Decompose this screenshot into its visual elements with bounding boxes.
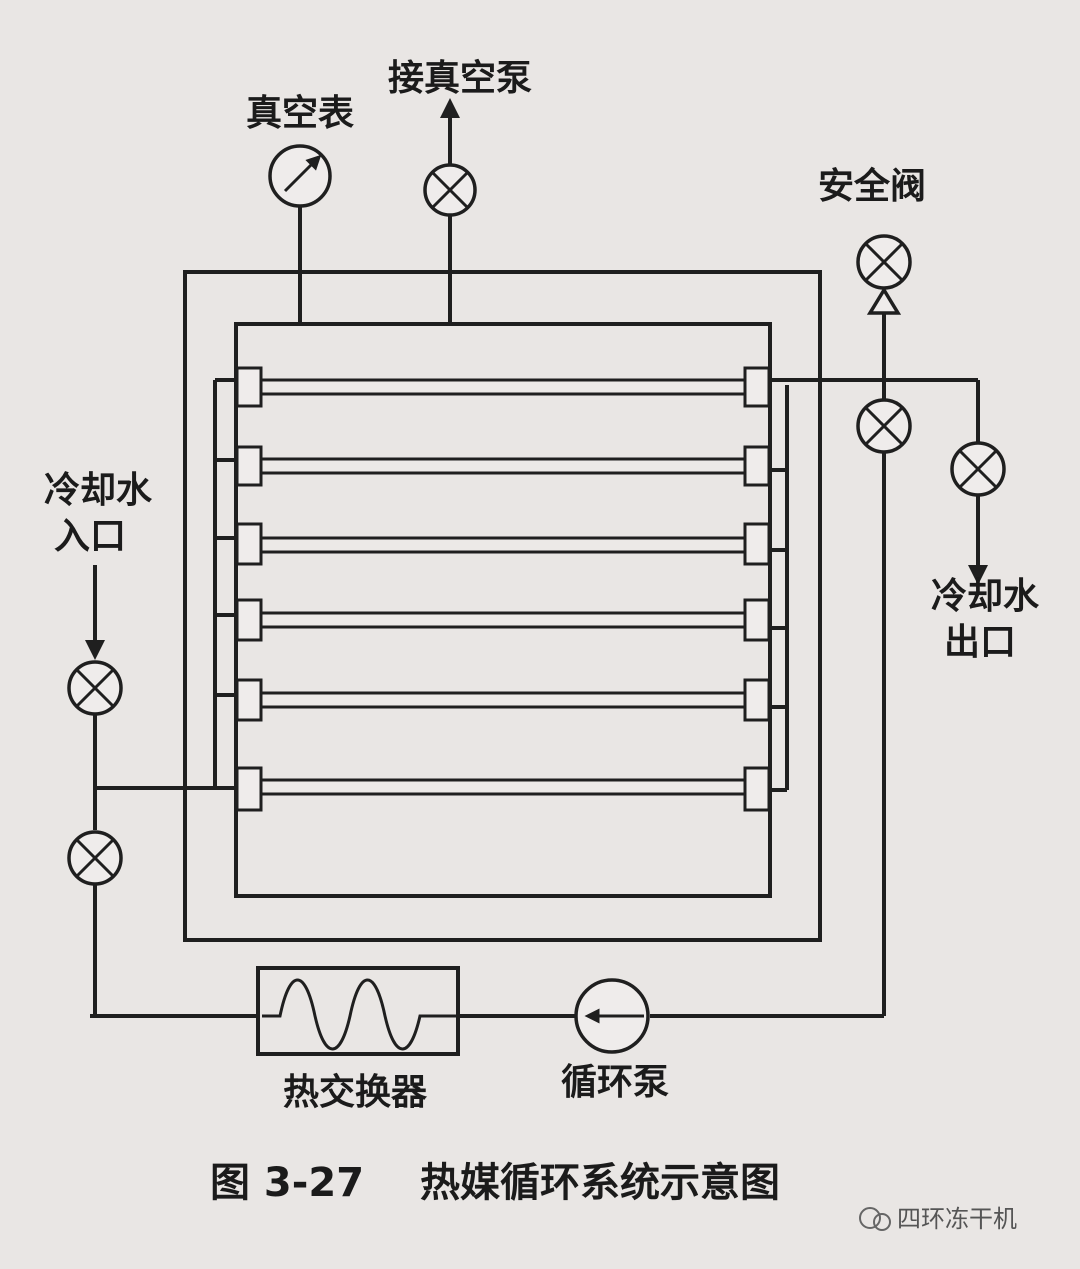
shelf-3	[215, 522, 787, 566]
shelf-1	[215, 366, 771, 408]
heat-exchanger-label: 热交换器	[283, 1071, 428, 1113]
shelf-4	[215, 598, 787, 642]
coolant-inlet-label-line2: 入口	[54, 516, 126, 557]
vacuum-pump-valve-icon	[423, 163, 477, 217]
figure-number: 图 3-27	[210, 1160, 364, 1206]
vacuum-pump-label: 接真空泵	[388, 58, 532, 99]
coolant-inlet-valve-icon	[67, 660, 123, 716]
shelf-2	[215, 445, 787, 487]
circulation-pump-icon	[574, 978, 650, 1054]
heat-exchanger-icon	[256, 966, 460, 1056]
shelf-stack	[215, 366, 787, 812]
outer-cabinet	[183, 270, 822, 942]
inner-chamber	[234, 322, 772, 898]
coolant-outlet-label-line2: 出口	[944, 622, 1016, 663]
shelf-6	[235, 766, 787, 812]
vacuum-gauge-icon	[268, 144, 332, 208]
coolant-outlet-label-line1: 冷却水	[931, 576, 1040, 617]
figure-title: 热媒循环系统示意图	[420, 1160, 780, 1206]
safety-valve-icon	[856, 234, 912, 315]
watermark: 四环冻干机	[859, 1205, 1017, 1233]
safety-valve-label: 安全阀	[818, 165, 926, 207]
shelf-5	[215, 678, 787, 722]
watermark-text: 四环冻干机	[897, 1205, 1017, 1233]
circulation-pump-label: 循环泵	[561, 1062, 669, 1103]
return-valve-icon	[856, 398, 912, 454]
coolant-outlet-valve-icon	[950, 441, 1006, 497]
bypass-valve-icon	[67, 830, 123, 886]
coolant-inlet-label-line1: 冷却水	[44, 470, 153, 511]
vacuum-gauge-label: 真空表	[246, 93, 354, 134]
wechat-icon	[859, 1207, 881, 1229]
